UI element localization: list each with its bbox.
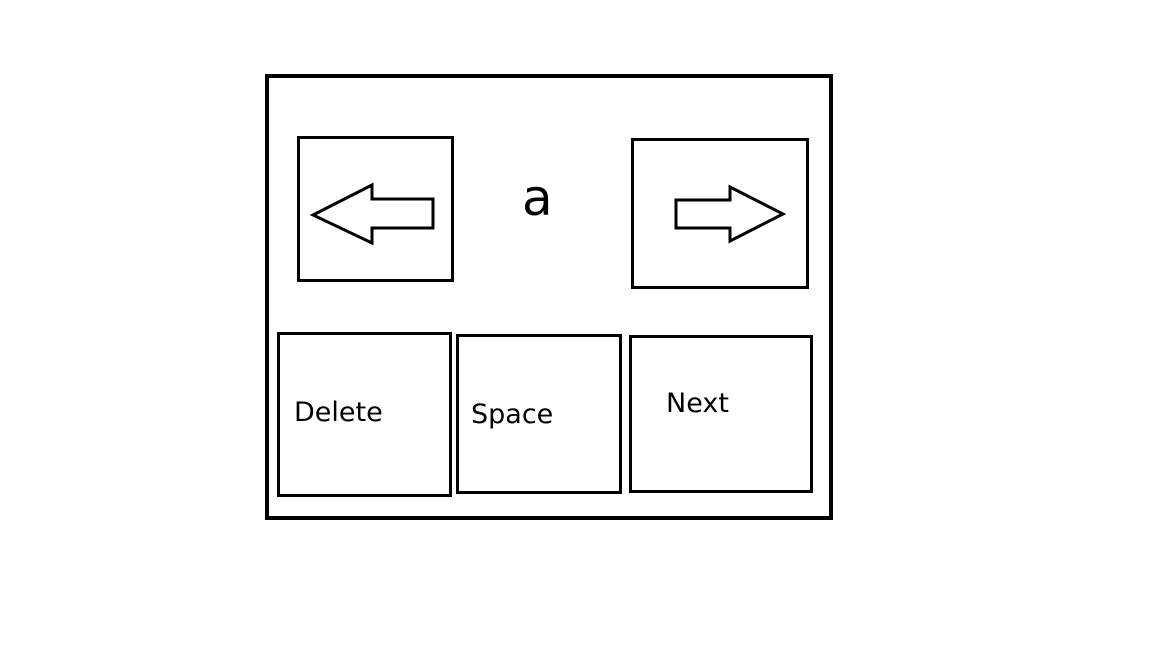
next-character-button[interactable]	[631, 138, 809, 289]
arrow-right-icon	[674, 184, 787, 244]
next-button[interactable]: Next	[629, 335, 813, 493]
space-button[interactable]: Space	[456, 334, 622, 494]
arrow-left-icon	[309, 182, 435, 246]
space-button-label: Space	[471, 399, 554, 430]
delete-button[interactable]: Delete	[277, 332, 452, 497]
delete-button-label: Delete	[294, 397, 383, 428]
current-character: a	[522, 169, 553, 227]
previous-character-button[interactable]	[297, 136, 454, 282]
keyboard-panel	[265, 74, 833, 520]
next-button-label: Next	[666, 388, 729, 419]
